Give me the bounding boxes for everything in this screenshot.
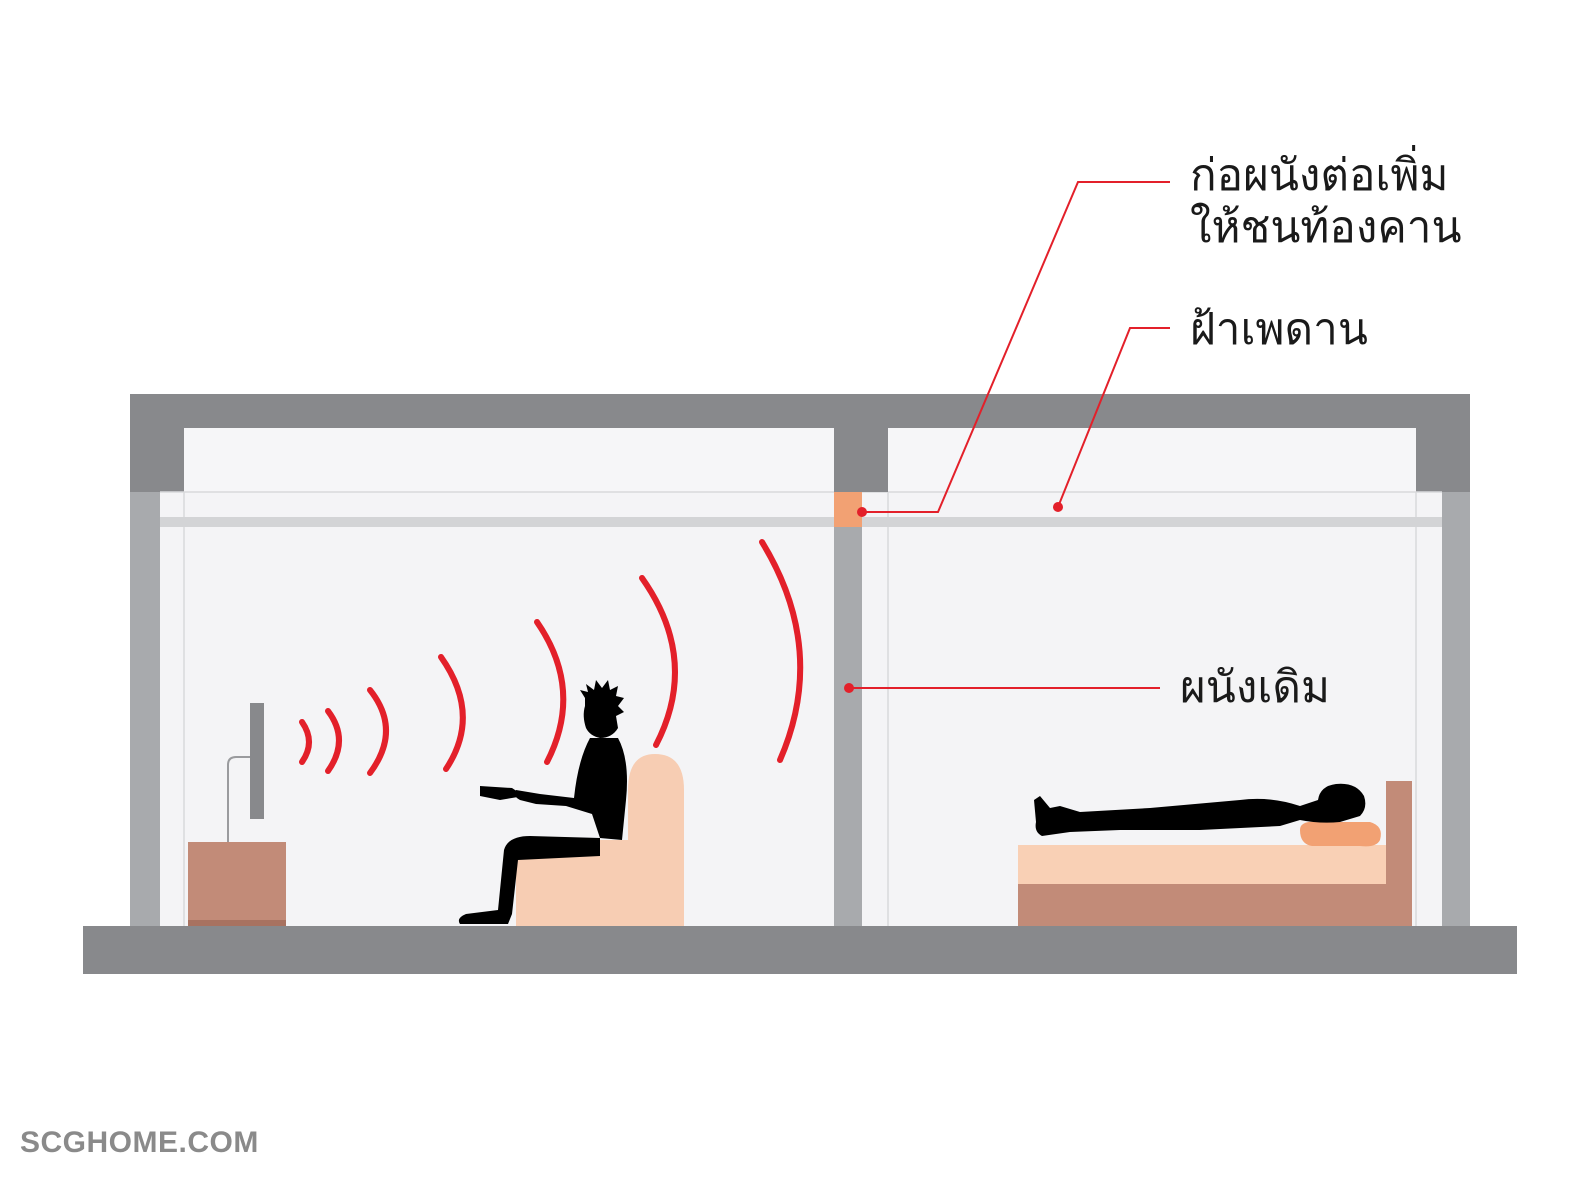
armchair-icon [516, 754, 684, 926]
label-extend-wall-line1: ก่อผนังต่อเพิ่ม [1190, 150, 1449, 201]
watermark: SCGHOME.COM [20, 1126, 259, 1159]
leader-lines [849, 181, 1170, 689]
television-icon [227, 703, 264, 842]
floor-slab [83, 926, 1517, 974]
center-beam [834, 428, 888, 492]
leader-line-extend-wall [862, 181, 1170, 513]
mattress [1018, 845, 1386, 884]
pillow [1300, 821, 1381, 847]
ceiling-void-right [888, 428, 1416, 492]
existing-partition-wall [834, 527, 862, 926]
person-sleeping-icon [1034, 783, 1366, 836]
ceiling-void-left [184, 428, 834, 492]
label-ceiling: ฝ้าเพดาน [1190, 304, 1368, 355]
person-seated-icon [458, 680, 627, 924]
label-extend-wall-line2: ให้ชนท้องคาน [1190, 202, 1462, 253]
ceiling-board [160, 517, 1442, 527]
label-extend-wall-to-beam: ก่อผนังต่อเพิ่ม ให้ชนท้องคาน [1190, 150, 1462, 254]
sound-wave-icon [299, 539, 804, 776]
outer-wall-left [130, 492, 160, 926]
outer-wall-right [1442, 492, 1470, 926]
added-wall-block [834, 492, 862, 527]
leader-line-ceiling [1057, 327, 1170, 508]
tv-stand [188, 842, 286, 926]
bed-icon [1018, 781, 1412, 926]
label-existing-wall: ผนังเดิม [1180, 662, 1330, 713]
leader-dots [844, 502, 1063, 693]
